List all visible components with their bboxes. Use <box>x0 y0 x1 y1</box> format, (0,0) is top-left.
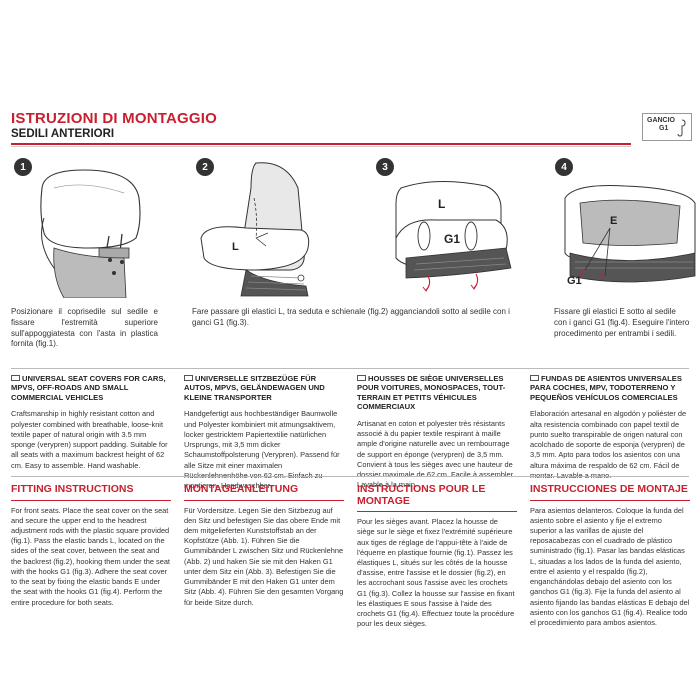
figure-2-number: 2 <box>196 158 214 176</box>
instructions-heading: INSTRUCCIONES DE MONTAJE <box>530 483 688 495</box>
headrest-illustration <box>40 169 141 298</box>
seat-closeup-illustration: L G1 <box>395 181 512 292</box>
figure-1-number: 1 <box>14 158 32 176</box>
instructions-fr: INSTRUCTIONS POUR LE MONTAGE Pour les si… <box>357 483 517 630</box>
page-subtitle: SEDILI ANTERIORI <box>11 128 115 140</box>
instructions-es: INSTRUCCIONES DE MONTAJE Para asientos d… <box>530 483 690 628</box>
instructions-en: FITTING INSTRUCTIONS For front seats. Pl… <box>11 483 171 608</box>
figure-3-number: 3 <box>376 158 394 176</box>
section-divider <box>11 368 689 369</box>
instructions-de: MONTAGEANLEITUNG Für Vordersitze. Legen … <box>184 483 344 608</box>
figure-1: 1 <box>14 158 159 298</box>
caption-fig-2-3: Fare passare gli elastici L, tra seduta … <box>192 307 510 327</box>
flag-icon <box>530 375 539 381</box>
figure-2: 2 L <box>196 158 341 298</box>
description-heading: UNIVERSELLE SITZBEZÜGE FÜR AUTOS, MPVS, … <box>184 374 325 402</box>
instructions-body: Für Vordersitze. Legen Sie den Sitzbezug… <box>184 505 344 607</box>
flag-icon <box>184 375 193 381</box>
figure-2-label-l: L <box>232 241 239 253</box>
hook-icon <box>677 119 686 137</box>
figure-3: 3 L G1 <box>376 158 521 298</box>
instructions-body: For front seats. Place the seat cover on… <box>11 505 170 607</box>
instructions-heading: MONTAGEANLEITUNG <box>184 483 299 495</box>
figure-4-label-g1: G1 <box>567 275 582 287</box>
hook-legend-code: G1 <box>659 125 669 133</box>
description-fr: HOUSSES DE SIÈGE UNIVERSELLES POUR VOITU… <box>357 374 517 490</box>
instructions-body: Pour les sièges avant. Placez la housse … <box>357 517 515 629</box>
header-divider-thin <box>11 146 631 147</box>
description-body: Artisanat en coton et polyester très rés… <box>357 418 515 490</box>
flag-icon <box>357 375 366 381</box>
figure-3-label-g1: G1 <box>444 232 460 246</box>
instructions-heading: INSTRUCTIONS POUR LE MONTAGE <box>357 483 486 507</box>
description-body: Handgefertigt aus hochbeständiger Baumwo… <box>184 409 340 490</box>
page-title: ISTRUZIONI DI MONTAGGIO <box>11 110 217 127</box>
instructions-body: Para asientos delanteros. Coloque la fun… <box>530 505 690 627</box>
instructions-heading: FITTING INSTRUCTIONS <box>11 483 134 495</box>
instructions-underline <box>11 499 171 501</box>
caption-fig-1: Posizionare il coprisedile sul sedile e … <box>11 307 158 349</box>
seat-side-illustration: L <box>200 162 310 297</box>
flag-icon <box>11 375 20 381</box>
seat-underside-illustration: E G1 <box>564 185 696 287</box>
description-de: UNIVERSELLE SITZBEZÜGE FÜR AUTOS, MPVS, … <box>184 374 344 491</box>
instructions-underline <box>530 499 690 501</box>
description-heading: UNIVERSAL SEAT COVERS FOR CARS, MPVS, OF… <box>11 374 166 402</box>
instructions-divider <box>11 476 689 477</box>
description-body: Craftsmanship in highly resistant cotton… <box>11 409 168 470</box>
header-divider <box>11 143 631 145</box>
description-heading: HOUSSES DE SIÈGE UNIVERSELLES POUR VOITU… <box>357 374 506 412</box>
description-heading: FUNDAS DE ASIENTOS UNIVERSALES PARA COCH… <box>530 374 682 402</box>
figure-4-number: 4 <box>555 158 573 176</box>
hook-legend-label: GANCIO <box>647 117 675 124</box>
caption-fig-4: Fissare gli elastici E sotto al sedile c… <box>554 307 690 338</box>
description-es: FUNDAS DE ASIENTOS UNIVERSALES PARA COCH… <box>530 374 690 481</box>
figure-4: 4 E G1 <box>555 158 700 298</box>
hook-legend: GANCIO G1 <box>642 113 692 141</box>
instructions-underline <box>357 511 517 513</box>
description-en: UNIVERSAL SEAT COVERS FOR CARS, MPVS, OF… <box>11 374 171 471</box>
instructions-underline <box>184 499 344 501</box>
description-body: Elaboración artesanal en algodón y polié… <box>530 409 687 479</box>
figure-4-label-e: E <box>610 215 617 227</box>
figure-3-label-l: L <box>438 197 445 211</box>
